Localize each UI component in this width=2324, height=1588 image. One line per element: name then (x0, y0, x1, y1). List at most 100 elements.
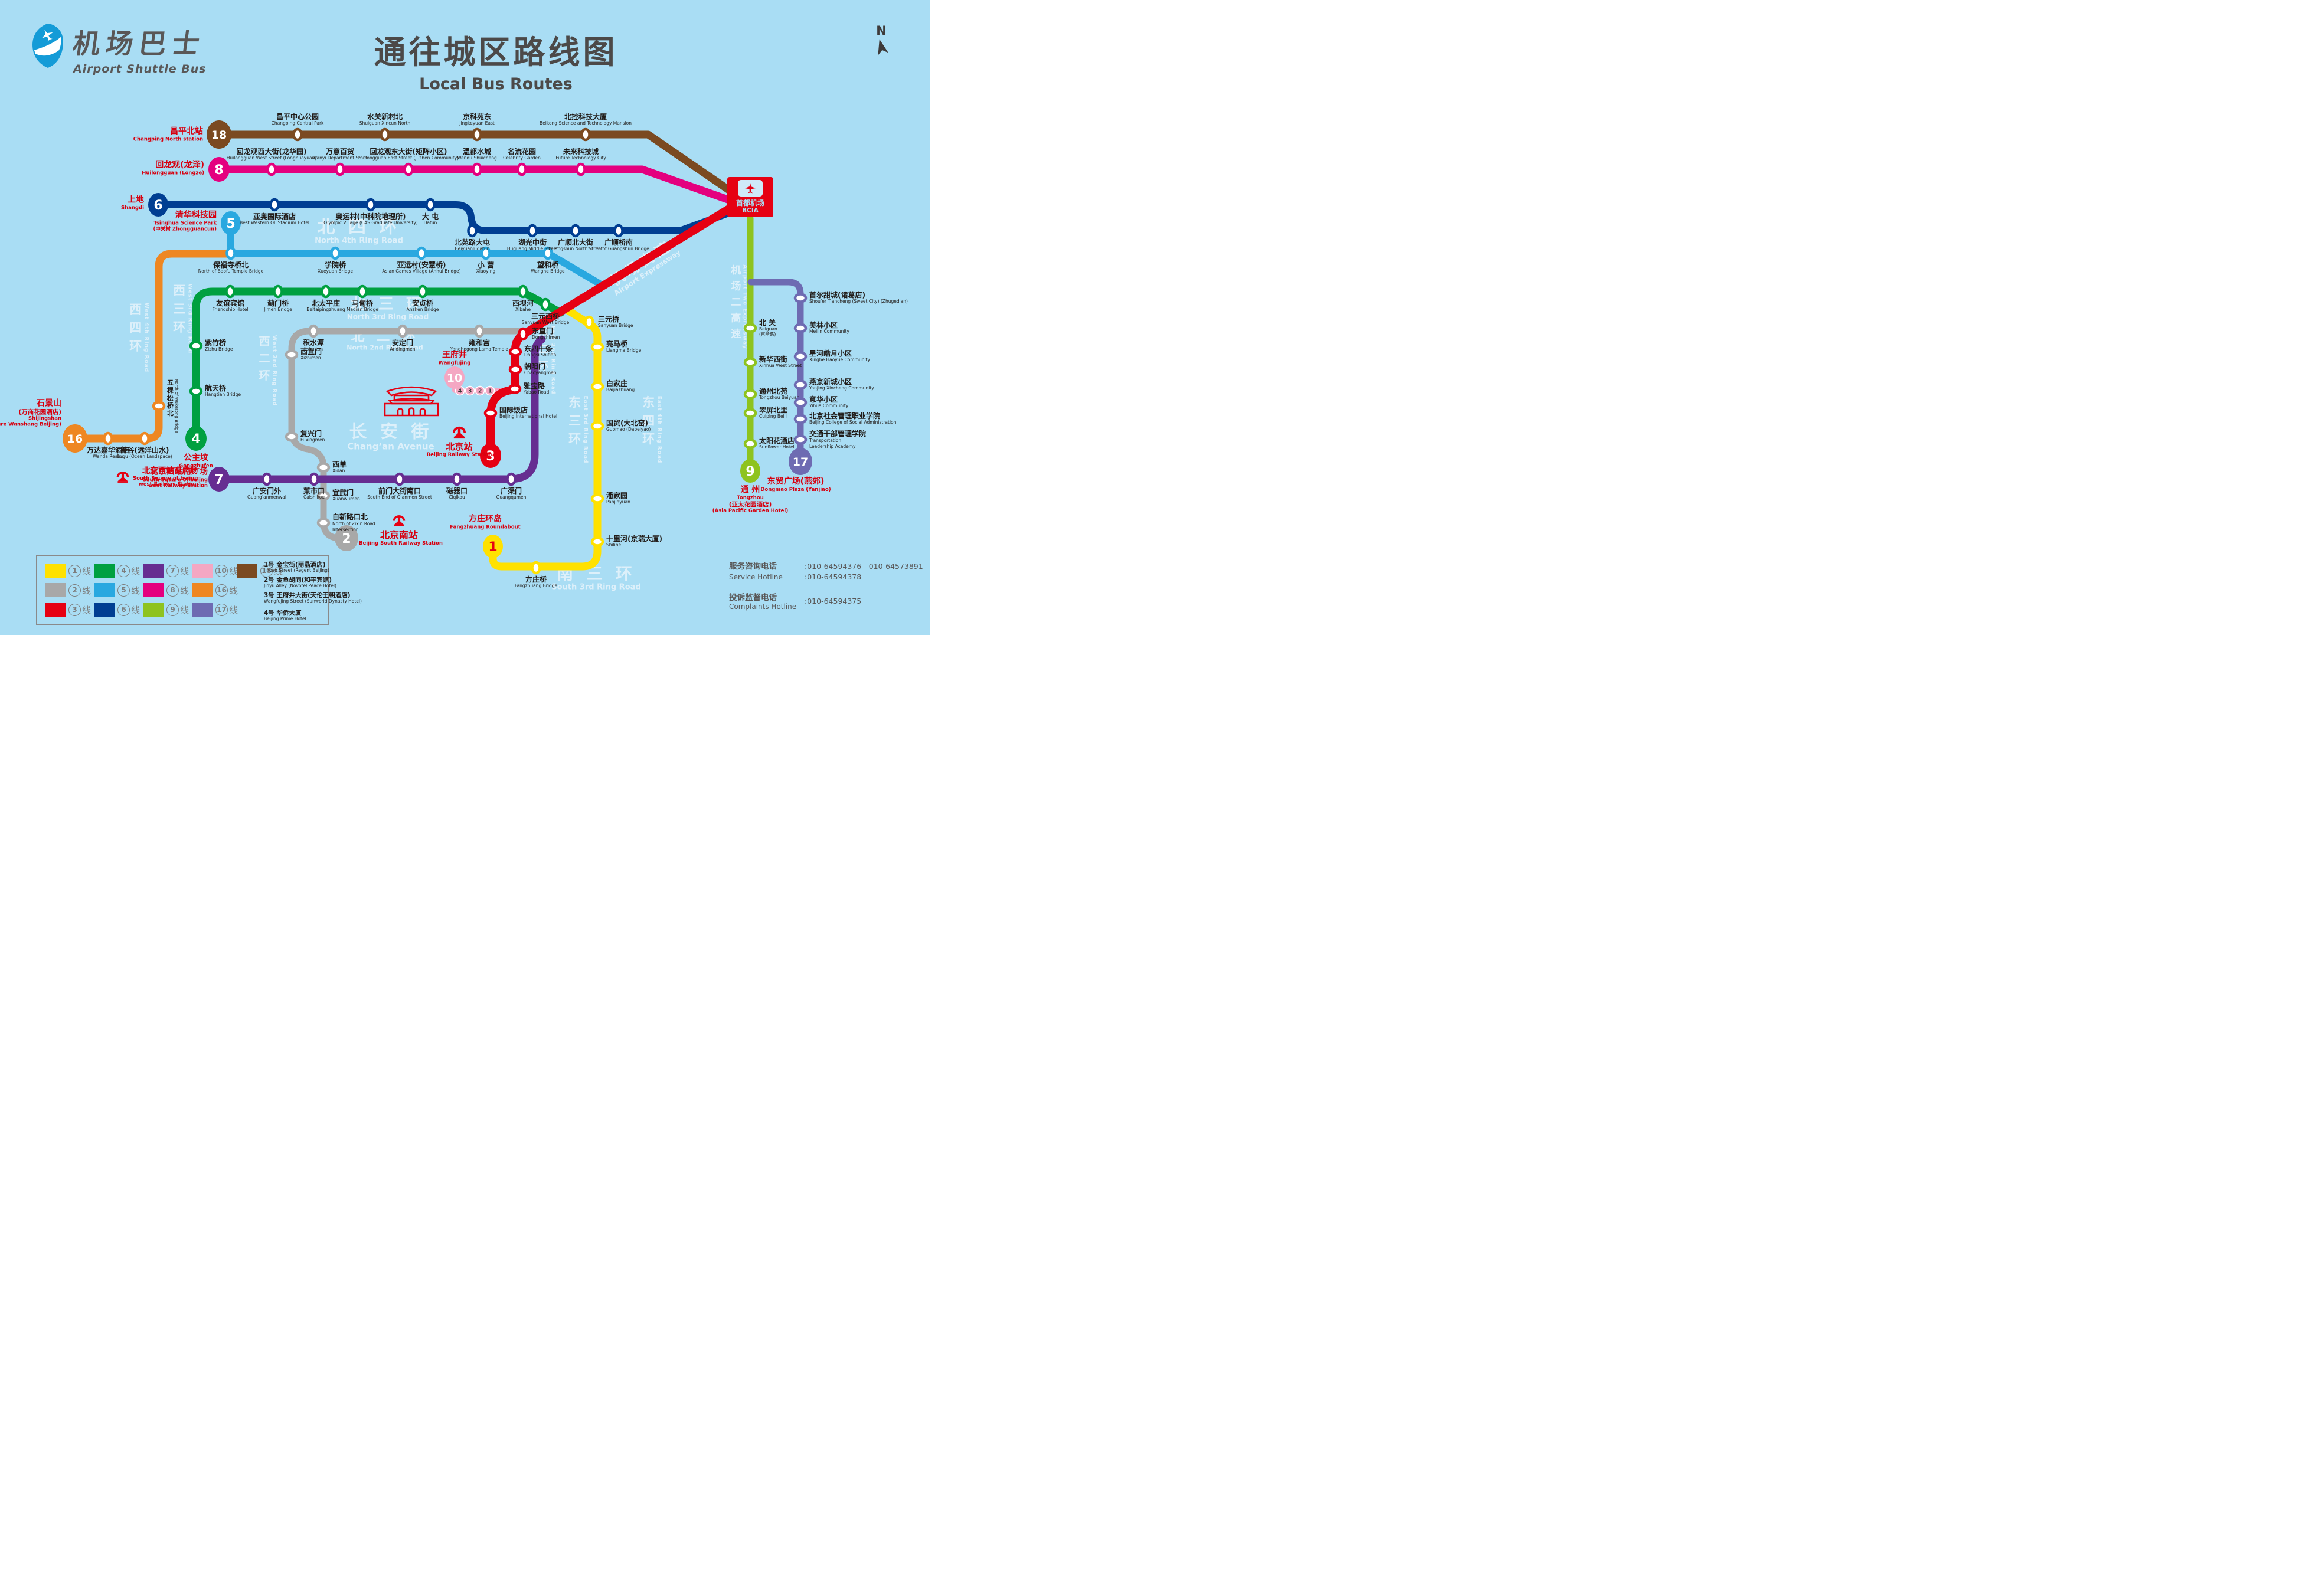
station-marker (518, 284, 528, 299)
logo-title: 机场巴士 (70, 28, 208, 60)
station-marker (590, 493, 604, 504)
station-marker (403, 162, 414, 176)
legend-line-suffix: 线 (180, 604, 189, 615)
station-marker (365, 198, 376, 212)
mini-stop-number: 1 (488, 388, 492, 394)
legend-swatch (45, 603, 66, 617)
legend-line-number: 9 (166, 603, 179, 616)
airport-bcia: 首都机场 BCIA (727, 177, 773, 217)
station-marker (335, 162, 345, 176)
terminal-circle-10 (444, 366, 465, 389)
station-marker (308, 324, 319, 338)
station-marker (416, 246, 427, 260)
mini-stop-number: 3 (468, 388, 472, 394)
station-marker (793, 293, 808, 303)
service-hotline-en: Service Hotline (729, 573, 783, 581)
station-marker (793, 379, 808, 390)
station-marker (508, 364, 522, 375)
station-marker (584, 315, 594, 329)
legend-line-number: 2 (68, 584, 81, 597)
legend-swatch (143, 564, 164, 578)
station-marker (481, 246, 491, 260)
station-marker (417, 284, 428, 299)
legend-swatch (94, 583, 115, 597)
station-marker (613, 224, 624, 238)
terminal-circle-9 (740, 459, 760, 483)
station-marker (793, 414, 808, 424)
station-marker (273, 284, 283, 299)
legend-line-suffix: 线 (82, 604, 91, 615)
south-station-zh: 北京南站 (380, 529, 418, 541)
west-station-en1: South Square of beijng (133, 476, 198, 482)
legend-swatch (192, 564, 213, 578)
complaints-hotline-en: Complaints Hotline (729, 603, 797, 611)
hotline-block: 服务咨询电话 :010-64594376 010-64573891 Servic… (729, 559, 923, 611)
station-marker (518, 327, 528, 341)
station-marker (743, 389, 757, 400)
legend-swatch (143, 603, 164, 617)
legend-line-suffix: 线 (131, 604, 140, 615)
station-marker (262, 472, 272, 486)
station-marker (540, 297, 551, 312)
station-marker (425, 198, 436, 212)
terminal-circle-5 (221, 211, 241, 235)
terminal-number-7: 7 (214, 473, 223, 487)
station-marker (590, 421, 604, 431)
terminal-circle-6 (148, 193, 168, 217)
legend-swatch (192, 603, 213, 617)
legend-line-number: 16 (215, 584, 228, 597)
compass-n-label: N (876, 24, 887, 38)
legend-line-suffix: 线 (180, 565, 189, 577)
station-marker (590, 381, 604, 392)
station-marker (542, 246, 553, 260)
station-marker (590, 342, 604, 352)
legend-line-suffix: 线 (229, 565, 238, 577)
terminal-number-10: 10 (447, 372, 462, 385)
station-marker (357, 284, 368, 299)
legend-swatch (143, 583, 164, 597)
legend-line-suffix: 线 (131, 585, 140, 596)
logo-subtitle: Airport Shuttle Bus (73, 63, 207, 76)
legend-line-number: 8 (166, 584, 179, 597)
airport-shuttle-bus-route-map: 机场巴士 Airport Shuttle Bus 通往城区路线图 Local B… (0, 0, 930, 635)
terminal-number-6: 6 (153, 198, 162, 213)
station-marker (527, 224, 538, 238)
station-marker (508, 346, 522, 357)
airplane-icon (738, 180, 763, 197)
route-line-1 (489, 305, 602, 571)
legend-swatch (94, 564, 115, 578)
legend-line-number: 7 (166, 564, 179, 577)
station-marker (474, 324, 485, 338)
station-marker (472, 162, 482, 176)
service-hotline-numbers-1: :010-64594376 010-64573891 (805, 562, 923, 571)
station-marker (452, 472, 462, 486)
logo-teardrop-icon (32, 24, 63, 68)
route-line-16 (83, 250, 233, 443)
station-marker (531, 561, 541, 575)
legend-note: 1号 金宝街(丽晶酒店)Jinbao Street (Regent Beijin… (264, 561, 329, 574)
station-marker (570, 224, 581, 238)
terminal-number-16: 16 (67, 433, 83, 446)
legend-line-number: 6 (117, 603, 130, 616)
route-line-2 (288, 328, 535, 542)
station-marker (506, 472, 517, 486)
west-station-en2: west Railway Station (138, 482, 198, 488)
terminal-number-9: 9 (746, 464, 754, 479)
terminal-number-18: 18 (211, 129, 227, 142)
legend-line-number: 4 (117, 564, 130, 577)
complaints-hotline-number: :010-64594375 (805, 596, 862, 605)
station-marker (103, 431, 113, 446)
station-marker (139, 431, 150, 446)
mini-stop-3 (465, 385, 475, 396)
legend-swatch (192, 583, 213, 597)
legend-line-number: 3 (68, 603, 81, 616)
station-marker (397, 324, 408, 338)
